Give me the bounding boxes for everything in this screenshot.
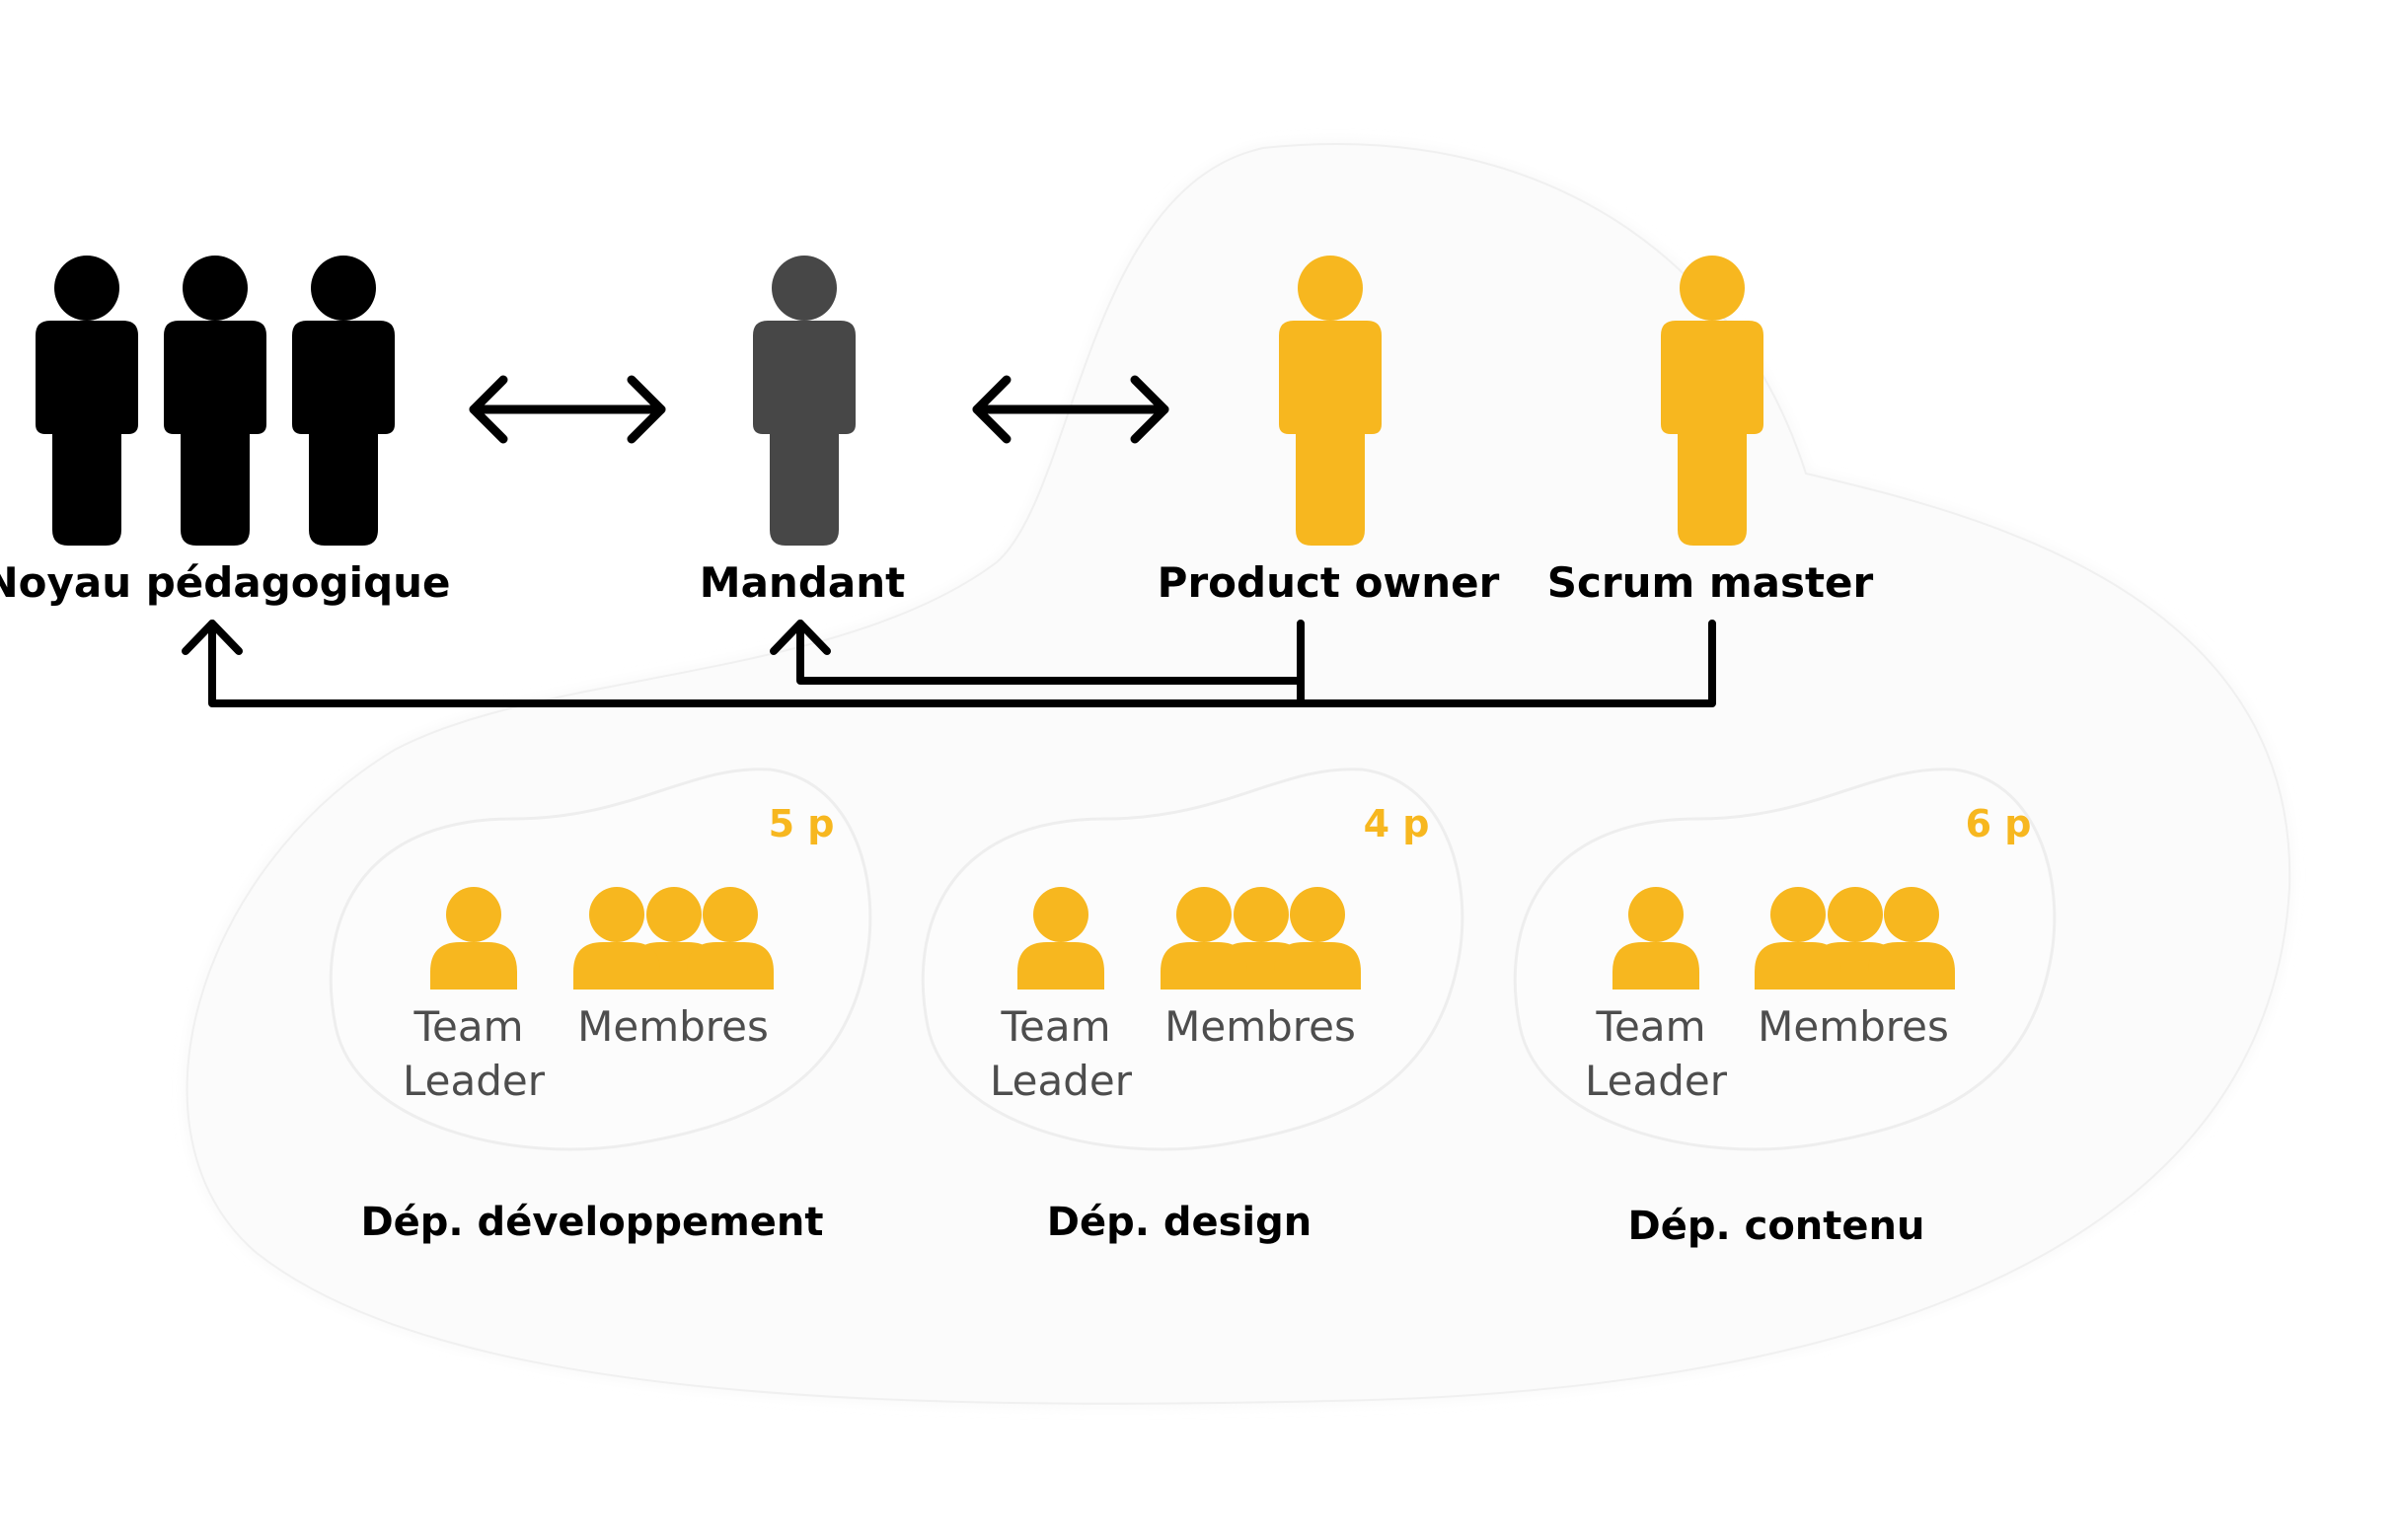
mandant-person-icon [753,256,856,546]
dept-count: 6 p [1966,802,2032,845]
team-leader-label: Leader [990,1057,1133,1105]
dept-count: 5 p [769,802,835,845]
person-icon [292,256,395,546]
label-product-owner: Product owner [1158,558,1500,607]
department-contenu: 6 p Team Leader Membres Dép. contenu [1585,802,2031,1249]
team-leader-label: Team [412,1002,523,1051]
department-design: 4 p Team Leader Membres Dép. design [990,802,1429,1245]
members-label: Membres [1758,1002,1949,1051]
team-leader-label: Team [1595,1002,1705,1051]
members-icon [573,887,774,990]
dept-count: 4 p [1364,802,1430,845]
team-leader-label: Team [1000,1002,1110,1051]
members-icon [1161,887,1361,990]
reporting-connectors [182,620,1716,707]
members-icon [1755,887,1955,990]
members-label: Membres [1164,1002,1356,1051]
label-scrum-master: Scrum master [1547,558,1874,607]
department-dev: 5 p Team Leader Membres Dép. développeme… [360,802,834,1245]
dept-name: Dép. design [1047,1200,1312,1245]
members-label: Membres [577,1002,769,1051]
label-noyau: Noyau pédagogique [0,558,451,607]
person-icon [164,256,266,546]
dept-name: Dép. développement [360,1200,823,1245]
dept-name: Dép. contenu [1628,1204,1925,1249]
person-icon [36,256,138,546]
double-arrow-icon [972,375,1169,444]
noyau-group [36,256,395,546]
label-mandant: Mandant [700,558,905,607]
team-leader-label: Leader [403,1057,546,1105]
team-leader-label: Leader [1585,1057,1728,1105]
double-arrow-icon [469,375,666,444]
